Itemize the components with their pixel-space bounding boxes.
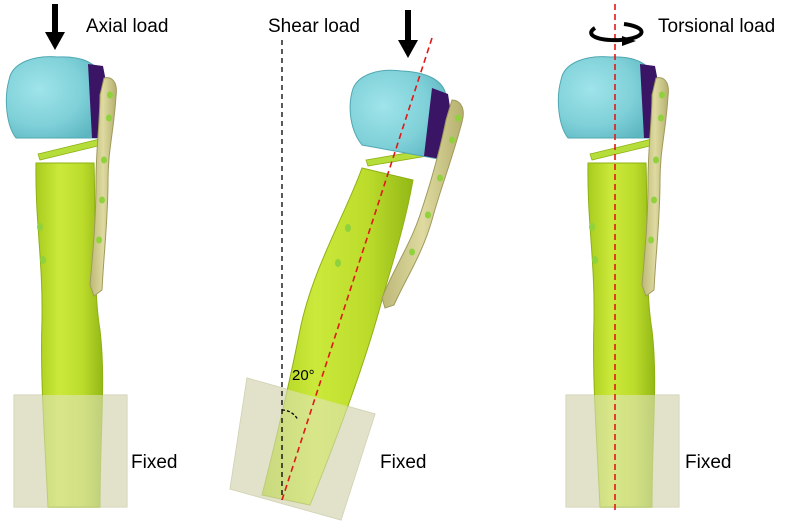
humeral-head [557,56,654,139]
screw-head [37,223,43,231]
screw-head [106,114,112,122]
screw-head [648,236,654,244]
locking-plate [381,99,464,309]
down-arrow-icon [45,4,65,50]
screw-head [40,256,46,264]
torsion-arrow-icon [589,22,644,46]
angle-arc [281,409,299,421]
screw-head [96,236,102,244]
calcar-screw [37,138,103,161]
torsional-load-label: Torsional load [658,16,775,37]
screw-head [651,196,657,204]
panel-shear: 20° Shear load Fixed [229,10,464,521]
screw-head [437,174,443,182]
angle-label: 20° [292,367,315,384]
bone-axis-line [281,37,433,501]
screw-head [101,156,107,164]
panel-axial: Axial load Fixed [5,4,177,508]
screw-head [592,256,598,264]
shear-load-label: Shear load [268,16,360,37]
fixture-overlay [14,395,127,507]
axial-load-label: Axial load [86,16,168,37]
screw-head [589,223,595,231]
screw-head [409,248,415,256]
screw-head [107,91,113,99]
screw-head [659,91,665,99]
humeral-head [349,69,447,161]
fixed-label-torsional: Fixed [685,452,731,473]
screw-head [653,156,659,164]
screw-head [335,259,341,267]
screw-head [455,114,461,122]
screw-head [449,136,455,144]
screw-head [99,196,105,204]
fixed-label-shear: Fixed [380,452,426,473]
screw-head [658,114,664,122]
fixture-overlay [566,395,679,507]
panel-torsional: Torsional load Fixed [557,4,775,510]
down-arrow-icon [398,10,418,58]
fixed-label-axial: Fixed [131,452,177,473]
screw-head [345,224,351,232]
calcar-screw [589,138,655,161]
fixture-overlay [230,378,375,520]
humeral-head [5,56,102,139]
screw-head [425,211,431,219]
